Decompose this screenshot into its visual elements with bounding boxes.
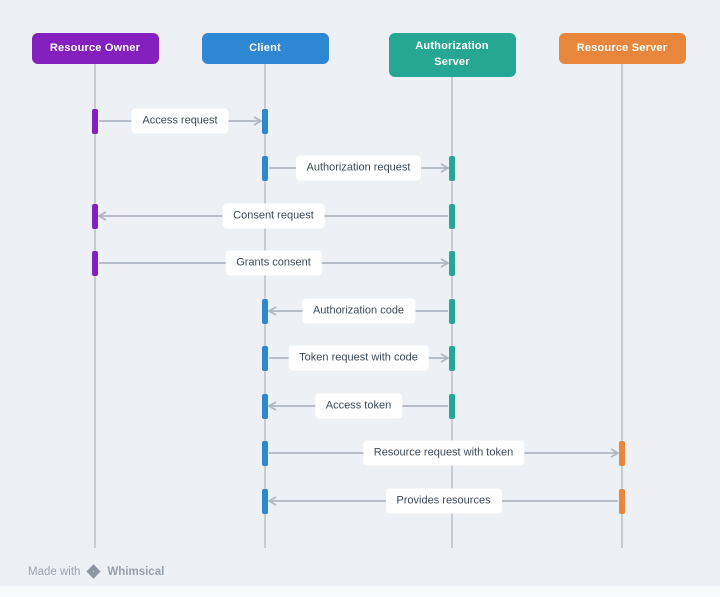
arrowhead-icon	[267, 401, 277, 411]
activation-bar-client	[262, 108, 268, 134]
arrowhead-icon	[440, 353, 450, 363]
message-label: Access request	[131, 108, 229, 134]
whimsical-watermark[interactable]: Made with Whimsical	[28, 563, 164, 580]
message-label: Resource request with token	[362, 440, 525, 466]
lifeline-resource-server	[621, 64, 623, 548]
activation-bar-client	[262, 488, 268, 514]
activation-bar-resource-owner	[92, 250, 98, 276]
actor-label: Authorization Server	[415, 40, 489, 68]
actor-authorization-server: Authorization Server	[388, 33, 516, 77]
message-label: Access token	[314, 393, 403, 419]
whimsical-logo-icon	[86, 564, 102, 579]
message-label: Provides resources	[385, 488, 502, 514]
activation-bar-authorization-server	[449, 298, 455, 324]
actor-resource-owner: Resource Owner	[31, 33, 159, 64]
activation-bar-authorization-server	[449, 155, 455, 181]
arrowhead-icon	[440, 258, 450, 268]
arrowhead-icon	[610, 448, 620, 458]
arrowhead-icon	[267, 306, 277, 316]
watermark-made-with: Made with	[28, 565, 81, 578]
actor-label: Client	[249, 41, 281, 54]
message-label: Grants consent	[225, 250, 322, 276]
arrowhead-icon	[267, 496, 277, 506]
message-label: Consent request	[222, 203, 325, 229]
actor-label: Resource Owner	[49, 41, 141, 54]
actor-client: Client	[201, 33, 329, 64]
activation-bar-resource-server	[619, 488, 625, 514]
activation-bar-authorization-server	[449, 203, 455, 229]
lifeline-resource-owner	[94, 64, 96, 548]
activation-bar-client	[262, 298, 268, 324]
activation-bar-client	[262, 345, 268, 371]
activation-bar-resource-server	[619, 440, 625, 466]
activation-bar-authorization-server	[449, 345, 455, 371]
arrowhead-icon	[440, 163, 450, 173]
activation-bar-authorization-server	[449, 393, 455, 419]
actor-label: Resource Server	[576, 41, 668, 54]
activation-bar-client	[262, 155, 268, 181]
activation-bar-client	[262, 393, 268, 419]
message-label: Authorization request	[295, 155, 422, 181]
activation-bar-resource-owner	[92, 108, 98, 134]
page-edge-strip	[0, 586, 720, 597]
activation-bar-resource-owner	[92, 203, 98, 229]
arrowhead-icon	[253, 116, 263, 126]
watermark-brand: Whimsical	[107, 565, 165, 578]
message-label: Token request with code	[288, 345, 429, 371]
actor-resource-server: Resource Server	[558, 33, 686, 64]
activation-bar-client	[262, 440, 268, 466]
message-label: Authorization code	[301, 298, 416, 324]
arrowhead-icon	[97, 211, 107, 221]
activation-bar-authorization-server	[449, 250, 455, 276]
